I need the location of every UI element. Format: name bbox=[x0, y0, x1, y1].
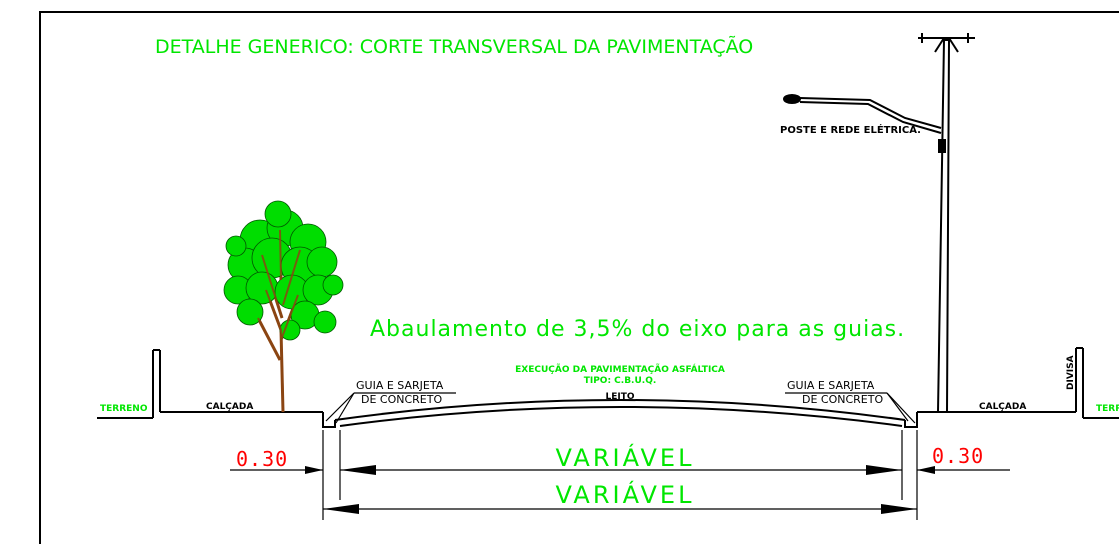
divisa-label: DIVISA bbox=[1066, 355, 1076, 390]
left-offset-dimension: 0.30 bbox=[236, 447, 288, 471]
left-terrain-label: TERRENO bbox=[100, 404, 148, 414]
left-sidewalk-label: CALÇADA bbox=[206, 402, 253, 412]
left-curb-leader bbox=[325, 392, 456, 424]
utility-pole bbox=[783, 33, 975, 413]
dimension-lines bbox=[230, 430, 1010, 520]
right-sidewalk-label: CALÇADA bbox=[979, 402, 1026, 412]
inner-width-dimension: VARIÁVEL bbox=[556, 443, 695, 472]
right-curb-label-line1: GUIA E SARJETA bbox=[787, 379, 875, 392]
road-label: LEITO bbox=[605, 392, 634, 402]
ground-profile bbox=[97, 347, 1119, 428]
right-curb-leader bbox=[785, 392, 916, 424]
left-curb-label-line2: DE CONCRETO bbox=[361, 393, 442, 406]
right-offset-dimension: 0.30 bbox=[932, 444, 984, 468]
right-curb-label-line2: DE CONCRETO bbox=[802, 393, 883, 406]
drawing-title: DETALHE GENERICO: CORTE TRANSVERSAL DA P… bbox=[155, 35, 753, 58]
pole-label: POSTE E REDE ELÉTRICA. bbox=[780, 123, 921, 136]
tree-illustration bbox=[223, 200, 344, 413]
paving-note-line2: TIPO: C.B.U.Q. bbox=[584, 376, 657, 386]
drawing-frame bbox=[39, 11, 1119, 544]
right-terrain-label: TERRENO bbox=[1096, 404, 1119, 414]
left-curb-label-line1: GUIA E SARJETA bbox=[356, 379, 444, 392]
slope-note: Abaulamento de 3,5% do eixo para as guia… bbox=[370, 317, 905, 342]
outer-width-dimension: VARIÁVEL bbox=[556, 480, 695, 509]
paving-note-line1: EXECUÇÃO DA PAVIMENTAÇÃO ASFÁLTICA bbox=[515, 363, 725, 375]
